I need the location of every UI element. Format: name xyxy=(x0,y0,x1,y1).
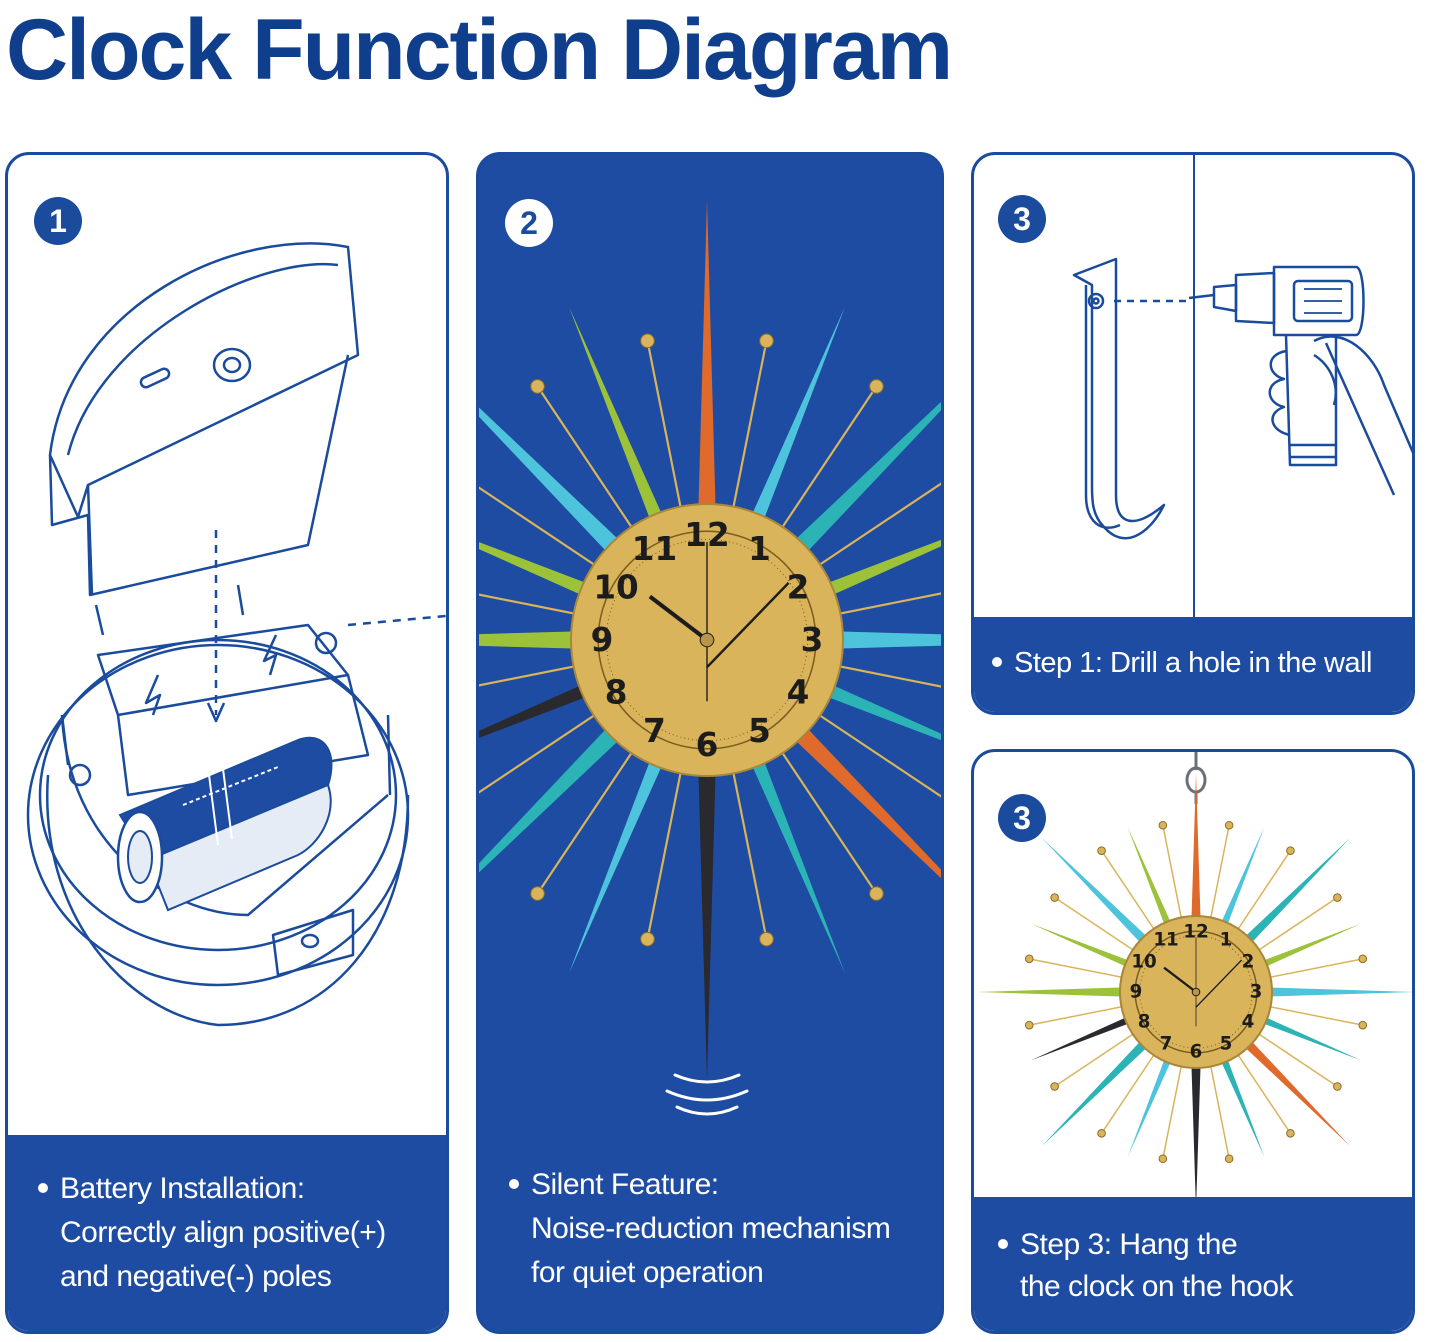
clock-rod-ball xyxy=(1158,820,1168,830)
clock-numeral: 7 xyxy=(643,712,666,750)
battery-icon xyxy=(116,736,333,912)
clock-rod-ball xyxy=(1224,820,1234,830)
caption-line-3: for quiet operation xyxy=(531,1256,764,1289)
drill-icon xyxy=(1188,265,1412,496)
clock-numeral: 10 xyxy=(1131,952,1156,973)
clock-inner-ring xyxy=(1134,930,1258,1054)
caption-line-1: Step 1: Drill a hole in the wall xyxy=(1014,647,1372,679)
clock-numeral: 6 xyxy=(696,726,719,764)
caption-line-2: the clock on the hook xyxy=(1020,1270,1294,1303)
clock-numeral: 5 xyxy=(748,712,771,750)
clock-numeral: 8 xyxy=(1138,1012,1151,1033)
panel-drill-hole: 3 Step 1: Drill a hole in the wall xyxy=(971,152,1415,715)
clock-numeral: 4 xyxy=(1242,1012,1255,1033)
bullet xyxy=(998,1239,1008,1249)
clock-rod-ball xyxy=(1158,1154,1168,1164)
battery-compartment-illustration xyxy=(26,242,446,1027)
clock-minute-hand xyxy=(706,582,790,669)
step-number-badge: 3 xyxy=(998,195,1046,243)
clock-rod-ball xyxy=(759,333,774,349)
caption-box: Step 1: Drill a hole in the wall xyxy=(974,617,1412,712)
step-number-badge: 3 xyxy=(998,794,1046,842)
clock-numeral: 11 xyxy=(1153,930,1178,951)
clock-rod-ball xyxy=(1050,1082,1059,1091)
clock-minute-hand xyxy=(1195,959,1243,1008)
caption-line-1: Battery Installation: xyxy=(60,1172,305,1205)
clock-hour-hand xyxy=(1163,966,1197,993)
panel-battery-installation: 1 Battery Installation: Correctly align … xyxy=(5,152,449,1334)
clock-rod-ball xyxy=(640,931,655,947)
caption-line-2: Correctly align positive(+) xyxy=(60,1216,386,1249)
clock-numeral: 10 xyxy=(593,569,638,607)
clock-numeral: 1 xyxy=(1220,930,1233,951)
clock-numeral: 9 xyxy=(1130,982,1143,1003)
clock-numeral: 12 xyxy=(1183,922,1208,943)
clock-rod-ball xyxy=(530,379,545,394)
clock-rod-ball xyxy=(1024,954,1034,964)
bullet xyxy=(38,1183,48,1193)
clock-rod-ball xyxy=(1286,1129,1295,1138)
clock-rod-ball xyxy=(1224,1154,1234,1164)
caption-line-1: Step 3: Hang the xyxy=(1020,1228,1238,1261)
clock-numeral: 5 xyxy=(1220,1033,1233,1054)
clock-rod-ball xyxy=(759,931,774,947)
clock-hour-hand xyxy=(648,594,709,642)
bullet xyxy=(509,1179,519,1189)
page-title: Clock Function Diagram xyxy=(6,2,953,98)
caption-line-3: and negative(-) poles xyxy=(60,1260,332,1293)
clock-numeral: 11 xyxy=(632,530,677,568)
sound-waves-icon xyxy=(665,1073,749,1116)
clock-rod-ball xyxy=(1333,893,1342,902)
caption-line-2: Noise-reduction mechanism xyxy=(531,1212,891,1245)
clock-minute-track xyxy=(1139,935,1253,1049)
clock-center-cap xyxy=(699,632,715,648)
clock-numeral: 3 xyxy=(801,621,824,659)
clock-inner-ring xyxy=(597,530,817,750)
clock-rod-ball xyxy=(1358,954,1368,964)
clock-rod-ball xyxy=(1358,1020,1368,1030)
clock-rod-ball xyxy=(1097,1129,1106,1138)
caption-box: Silent Feature: Noise-reduction mechanis… xyxy=(479,1135,941,1331)
caption-line-1: Silent Feature: xyxy=(531,1168,719,1201)
clock-numeral: 2 xyxy=(1242,952,1255,973)
clock-rod-ball xyxy=(1097,846,1106,855)
bullet xyxy=(992,657,1002,667)
clock-minute-track xyxy=(605,538,809,742)
step-number-badge: 2 xyxy=(505,199,553,247)
caption-box: Battery Installation: Correctly align po… xyxy=(8,1135,446,1331)
clock-center-cap xyxy=(1191,987,1201,997)
clock-rod-ball xyxy=(640,333,655,349)
clock-rod-ball xyxy=(530,886,545,901)
clock-numeral: 7 xyxy=(1160,1033,1173,1054)
clock-numeral: 3 xyxy=(1250,982,1263,1003)
clock-rod-ball xyxy=(1050,893,1059,902)
clock-rod-ball xyxy=(869,886,884,901)
clock-numeral: 6 xyxy=(1190,1042,1203,1063)
clock-rod-ball xyxy=(1333,1082,1342,1091)
clock-numeral: 1 xyxy=(748,530,771,568)
clock-rod-ball xyxy=(1286,846,1295,855)
wall-hook-icon xyxy=(1072,257,1189,540)
clock-rod-ball xyxy=(1024,1020,1034,1030)
clock-numeral: 9 xyxy=(591,621,614,659)
clock-numeral: 2 xyxy=(787,569,810,607)
clock-rod-ball xyxy=(869,379,884,394)
clock-numeral: 4 xyxy=(787,674,810,712)
step-number-badge: 1 xyxy=(34,197,82,245)
clock-numeral: 8 xyxy=(605,674,628,712)
caption-box: Step 3: Hang the the clock on the hook xyxy=(974,1197,1412,1331)
